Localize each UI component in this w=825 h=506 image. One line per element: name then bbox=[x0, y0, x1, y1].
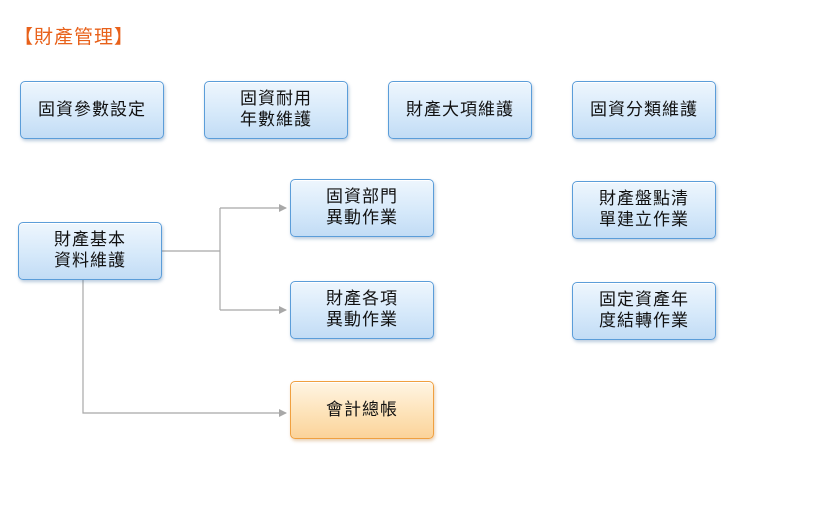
property-basic-button[interactable]: 財產基本 資料維護 bbox=[18, 222, 162, 280]
general-ledger-button[interactable]: 會計總帳 bbox=[290, 381, 434, 439]
asset-params-button[interactable]: 固資參數設定 bbox=[20, 81, 164, 139]
inventory-list-button[interactable]: 財產盤點清 單建立作業 bbox=[572, 181, 716, 239]
asset-category-button[interactable]: 固資分類維護 bbox=[572, 81, 716, 139]
year-end-transfer-button[interactable]: 固定資產年 度結轉作業 bbox=[572, 282, 716, 340]
connector-to-general-ledger bbox=[82, 280, 287, 417]
item-change-button[interactable]: 財產各項 異動作業 bbox=[290, 281, 434, 339]
property-major-button[interactable]: 財產大項維護 bbox=[388, 81, 532, 139]
dept-change-button[interactable]: 固資部門 異動作業 bbox=[290, 179, 434, 237]
asset-life-button[interactable]: 固資耐用 年數維護 bbox=[204, 81, 348, 139]
page-title: 【財產管理】 bbox=[14, 26, 135, 48]
